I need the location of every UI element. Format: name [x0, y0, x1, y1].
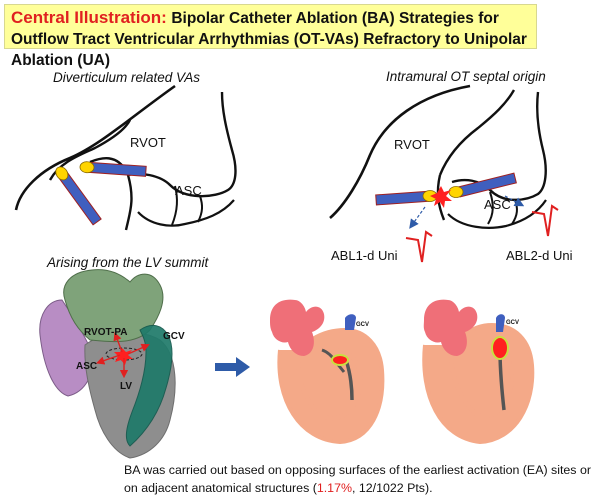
summit-star-icon	[114, 348, 133, 365]
catheter-1	[55, 166, 102, 226]
caption-part1: BA was carried out based on opposing sur…	[124, 463, 591, 495]
gcv-mesh	[125, 324, 173, 447]
asc-cusp-1	[171, 185, 178, 226]
summit-rvot-pa-label: RVOT-PA	[84, 327, 128, 338]
septal-cusp-1	[487, 191, 494, 225]
heart-2-gcv-label: GCV	[506, 320, 520, 326]
abl2-catheter	[448, 172, 517, 198]
diverticulum-rvot-label: RVOT	[130, 135, 166, 150]
septal-rvot-label: RVOT	[394, 137, 430, 152]
heart-1-myocardium	[277, 327, 385, 445]
summit-gcv-label: GCV	[163, 331, 185, 342]
heart-2-lesion	[491, 336, 509, 360]
catheter-2	[79, 161, 147, 177]
summit-panel	[39, 269, 176, 459]
rvot-pa-mesh	[63, 269, 164, 343]
abl1-electrogram	[405, 230, 433, 263]
heart-2-outflow	[423, 299, 478, 356]
heart-small-1	[270, 299, 385, 445]
title-box: Central Illustration: Bipolar Catheter A…	[4, 4, 537, 69]
outflow-outline	[14, 84, 176, 211]
summit-asc-label: ASC	[76, 361, 98, 372]
heart-1-outflow	[270, 299, 325, 356]
arrow-to-rvot-pa	[113, 332, 123, 353]
heart-1-gcv-vessel	[345, 314, 356, 330]
title-rest: Bipolar Catheter Ablation (BA) Strategie…	[11, 10, 527, 69]
heart-1-lesion	[331, 354, 349, 366]
arrow-to-gcv	[127, 343, 150, 355]
origin-star-icon	[430, 186, 452, 208]
caption: BA was carried out based on opposing sur…	[124, 461, 596, 497]
abl1-label: ABL1-d Uni	[331, 248, 398, 263]
heart-small-2	[422, 299, 535, 445]
septal-inner-wall	[438, 89, 516, 176]
asc-cusp-2	[197, 195, 204, 223]
diverticulum-asc-label: ASC	[175, 183, 202, 198]
abl1-vector-arrow	[409, 206, 426, 229]
summit-ea-site	[105, 347, 143, 361]
abl2-electrogram	[531, 204, 559, 237]
diverticulum-panel	[14, 84, 237, 231]
septal-asc-base	[447, 199, 547, 229]
heart-2-myocardium	[422, 322, 535, 445]
abl2-vector-arrow	[504, 195, 525, 207]
septal-heading: Intramural OT septal origin	[386, 69, 546, 84]
heart-2-gcv-vessel	[496, 314, 505, 332]
septal-outline-left	[329, 84, 471, 219]
abl2-label: ABL2-d Uni	[506, 248, 573, 263]
title-lead: Central Illustration:	[11, 8, 167, 27]
asc-base	[137, 199, 235, 227]
transition-arrow-icon	[215, 357, 250, 377]
summit-lv-label: LV	[120, 381, 133, 392]
septal-asc-label: ASC	[484, 197, 511, 212]
septal-cusp-2	[511, 199, 518, 225]
summit-heading: Arising from the LV summit	[47, 255, 209, 270]
caption-part2: , 12/1022 Pts).	[351, 481, 433, 495]
septal-panel	[329, 84, 559, 263]
asc-outline	[127, 91, 237, 198]
abl1-catheter	[375, 190, 438, 206]
caption-percent: 1.17%	[316, 481, 352, 495]
heart-1-gcv-label: GCV	[356, 322, 370, 328]
arrow-to-asc	[96, 354, 121, 365]
diverticulum-heading: Diverticulum related VAs	[53, 70, 201, 85]
